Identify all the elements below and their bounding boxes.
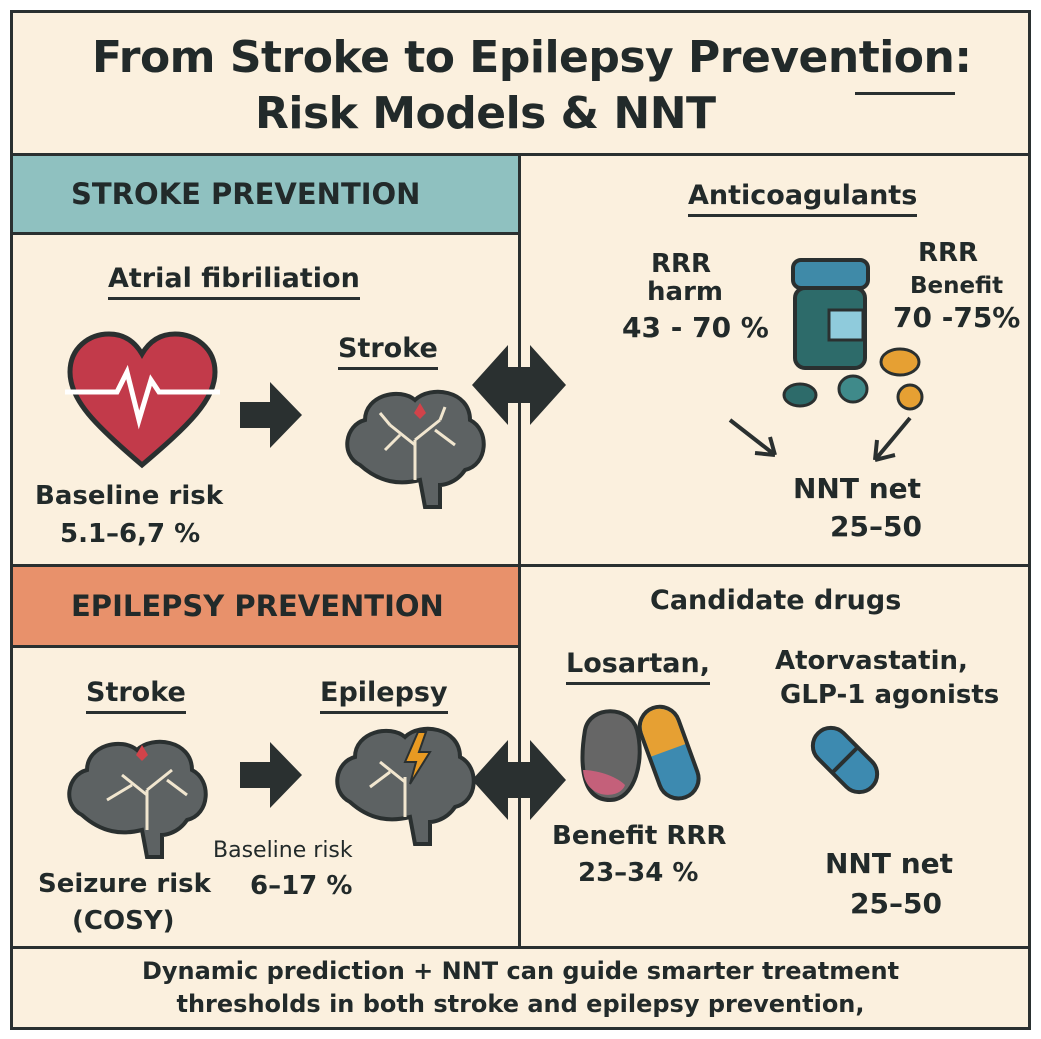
divider (10, 645, 520, 648)
heart-icon (65, 331, 220, 469)
title-line-2: Risk Models & NNT (255, 88, 716, 139)
seizure-risk-model: (COSY) (72, 906, 175, 936)
converging-arrows-icon (728, 416, 912, 462)
epilepsy-prevention-band: EPILEPSY PREVENTION (13, 567, 518, 645)
arrow-right-icon (240, 382, 302, 448)
footer-line-2: thresholds in both stroke and epilepsy p… (176, 990, 865, 1018)
arrow-right-icon (240, 742, 302, 808)
drug2-label: Atorvastatin, (775, 646, 968, 676)
nnt-net-label: NNT net (825, 847, 954, 880)
epilepsy-heading: Epilepsy (320, 677, 448, 714)
footer-line-1: Dynamic prediction + NNT can guide smart… (141, 957, 900, 985)
drug2-label: GLP-1 agonists (780, 680, 1000, 710)
double-arrow-icon (472, 345, 566, 425)
brain-icon (67, 739, 208, 859)
anticoagulants-heading: Anticoagulants (688, 180, 918, 217)
capsules-icon (580, 704, 701, 803)
rrr-harm-value: 43 - 70 % (622, 311, 769, 344)
stroke-prevention-band: STROKE PREVENTION (13, 156, 518, 232)
rrr-benefit-value: 70 -75% (893, 301, 1021, 334)
title-line-1: From Stroke to Epilepsy Prevention: (92, 32, 972, 83)
losartan-heading: Losartan, (566, 648, 710, 685)
nnt-net-value: 25–50 (850, 887, 942, 920)
rrr-harm-label: RRR (650, 249, 712, 279)
brain-seizure-icon (335, 726, 476, 846)
divider (518, 153, 521, 948)
brain-icon (345, 389, 486, 509)
pill-bottle-icon (782, 258, 924, 411)
rrr-benefit-label: RRR (918, 238, 979, 268)
nnt-net-value: 25–50 (830, 510, 922, 543)
divider (10, 946, 1031, 949)
capsule-icon (810, 725, 880, 795)
stroke-heading: Stroke (86, 677, 186, 714)
baseline-risk-value: 5.1–6,7 % (60, 519, 201, 549)
baseline-risk-label: Baseline risk (35, 481, 223, 511)
baseline-risk-value: 6–17 % (250, 871, 353, 901)
atrial-fibrillation-heading: Atrial fibriliation (108, 263, 360, 300)
baseline-risk-label: Baseline risk (213, 838, 353, 863)
divider (10, 232, 520, 235)
double-arrow-icon (472, 740, 566, 820)
benefit-rrr-value: 23–34 % (578, 858, 699, 888)
benefit-rrr-label: Benefit RRR (552, 821, 727, 851)
nnt-net-label: NNT net (793, 472, 922, 505)
stroke-heading: Stroke (338, 333, 438, 370)
rrr-harm-label: harm (647, 277, 723, 307)
rrr-benefit-label: Benefit (910, 273, 1004, 299)
footer-summary: Dynamic prediction + NNT can guide smart… (10, 955, 1031, 1021)
candidate-drugs-heading: Candidate drugs (650, 585, 902, 616)
title-underline (855, 92, 955, 95)
divider (10, 564, 1031, 567)
seizure-risk-label: Seizure risk (38, 869, 211, 899)
